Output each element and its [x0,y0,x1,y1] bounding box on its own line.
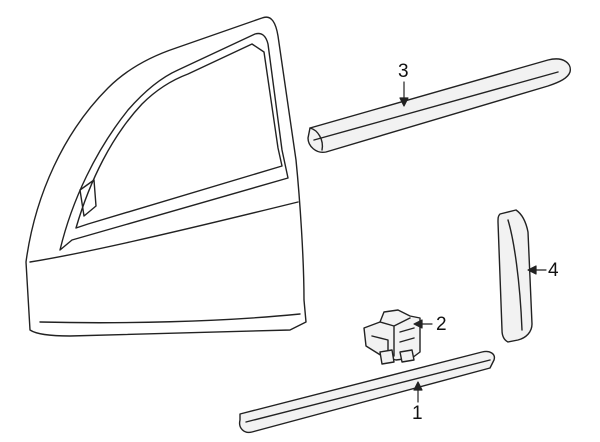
door-outer-outline [25,16,307,337]
upper-molding-crease [313,71,559,141]
retaining-clip [363,309,421,365]
applique-edge [507,219,523,331]
clip-detail [371,317,415,357]
callout-1-label: 1 [412,403,423,424]
arrowhead-1 [413,381,423,391]
window-frame-inner [75,43,283,229]
door-lower-edge [39,313,301,324]
front-door [25,16,307,337]
callout-2-label: 2 [436,314,447,335]
clip-body [363,309,421,361]
callout-3-label: 3 [398,61,409,82]
arrowhead-4 [527,265,537,275]
mirror-patch [79,179,97,217]
arrowhead-2 [413,319,423,329]
arrowhead-3 [399,97,409,107]
clip-foot [379,349,415,365]
window-frame-outer [59,32,289,251]
applique-body [497,209,533,343]
pillar-applique [497,209,533,343]
lower-molding-crease [245,359,491,423]
callout-4-label: 4 [548,260,559,281]
upper-molding-end [309,127,324,151]
upper-molding [307,58,571,153]
lower-molding [238,350,496,434]
leader-lines [399,81,547,403]
door-belt-line [29,201,299,263]
